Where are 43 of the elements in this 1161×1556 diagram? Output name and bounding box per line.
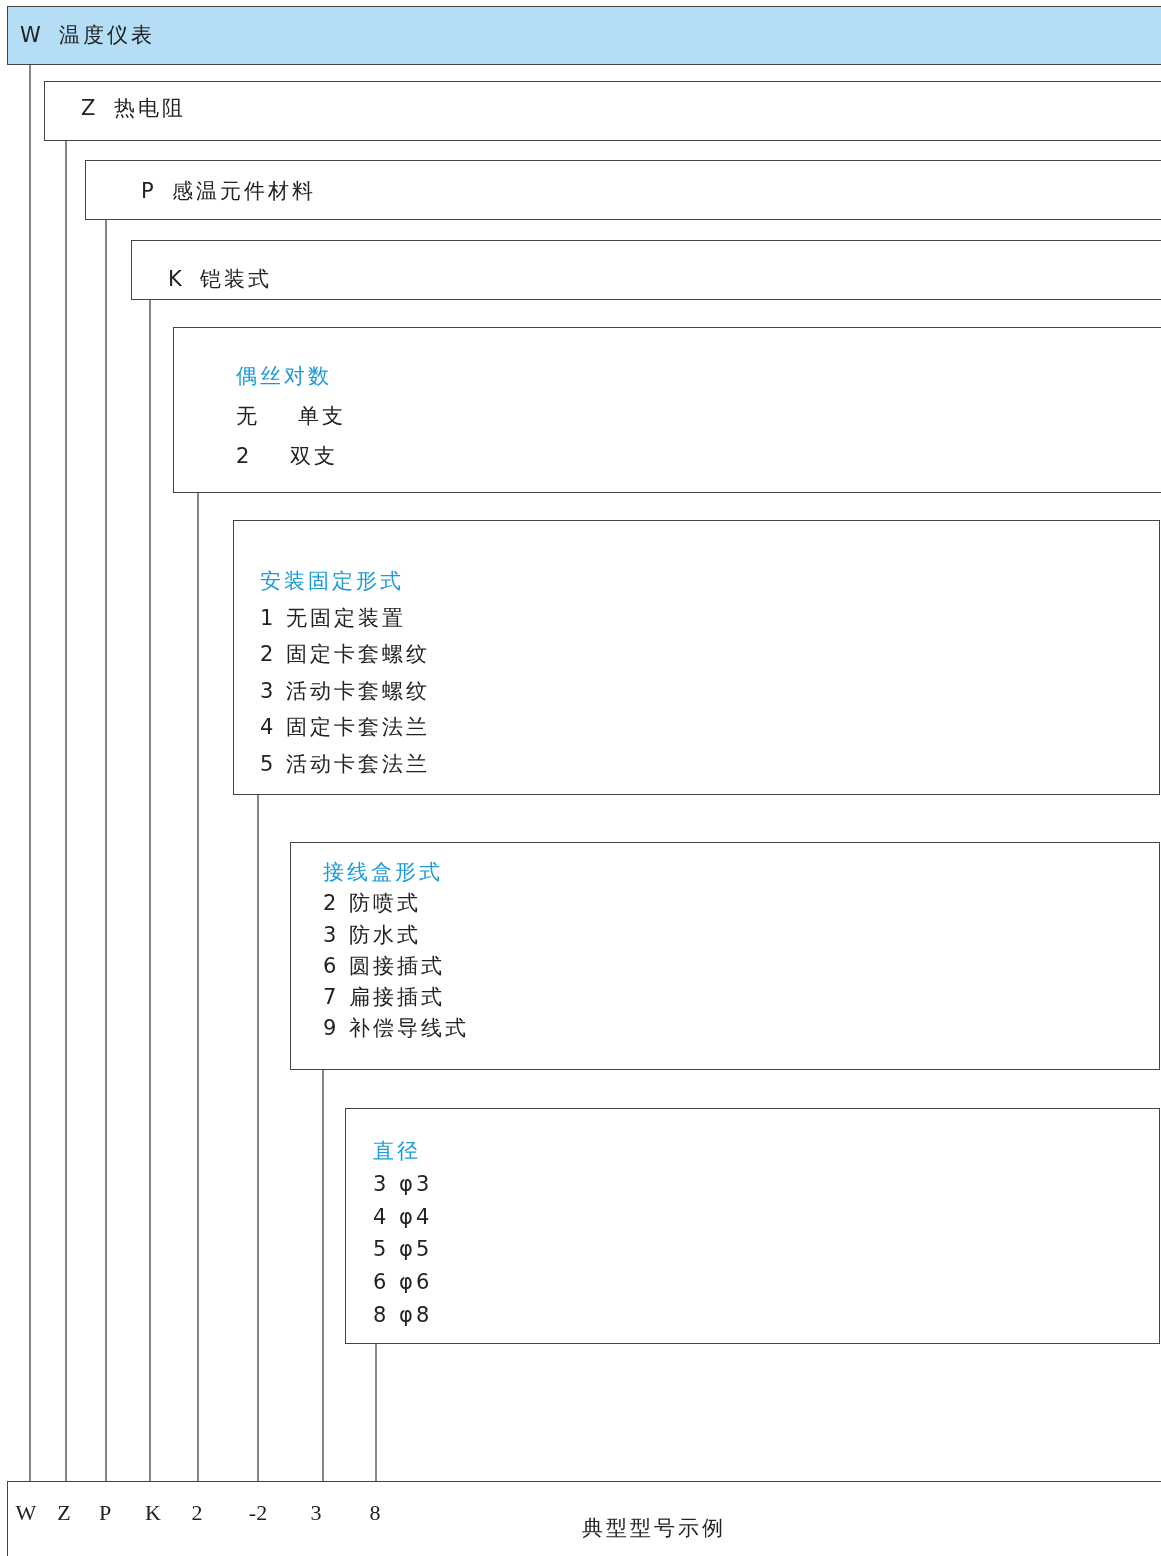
option-text: 4 固定卡套法兰 bbox=[260, 714, 431, 741]
option-text: 6 φ6 bbox=[373, 1269, 433, 1297]
option-box bbox=[290, 842, 1160, 1070]
option-text: 1 无固定装置 bbox=[260, 604, 408, 632]
option-text: 2 双支 bbox=[236, 443, 340, 470]
example-caption: 典型型号示例 bbox=[582, 1515, 726, 1542]
code-heading: Z 热电阻 bbox=[81, 95, 187, 122]
group-heading: 直径 bbox=[373, 1138, 422, 1165]
model-code-letter: W bbox=[15, 1500, 37, 1526]
option-text: 5 φ5 bbox=[373, 1236, 433, 1264]
group-heading: 接线盒形式 bbox=[323, 859, 444, 886]
option-text: 5 活动卡套法兰 bbox=[260, 750, 431, 778]
model-code-letter: 8 bbox=[369, 1500, 381, 1526]
option-text: 无 单支 bbox=[236, 403, 346, 430]
category-header-bar bbox=[7, 6, 1161, 65]
option-text: 7 扁接插式 bbox=[323, 984, 447, 1012]
code-box bbox=[44, 81, 1161, 141]
example-panel bbox=[7, 1481, 1161, 1556]
option-text: 2 固定卡套螺纹 bbox=[260, 641, 431, 668]
option-text: 3 防水式 bbox=[323, 921, 423, 949]
option-text: 3 φ3 bbox=[373, 1170, 433, 1198]
group-heading: 安装固定形式 bbox=[260, 568, 405, 595]
option-text: 6 圆接插式 bbox=[323, 952, 447, 980]
model-code-letter: 3 bbox=[310, 1500, 322, 1526]
option-box bbox=[173, 327, 1161, 493]
code-box bbox=[85, 160, 1161, 220]
group-heading: 偶丝对数 bbox=[236, 363, 333, 390]
option-text: 9 补偿导线式 bbox=[323, 1015, 470, 1043]
option-box bbox=[345, 1108, 1160, 1344]
model-code-letter: K bbox=[145, 1500, 161, 1526]
option-text: 4 φ4 bbox=[373, 1203, 433, 1231]
code-heading: P 感温元件材料 bbox=[141, 178, 317, 205]
option-text: 3 活动卡套螺纹 bbox=[260, 677, 431, 705]
code-heading: W 温度仪表 bbox=[20, 22, 156, 49]
code-box bbox=[131, 240, 1161, 300]
model-code-letter: P bbox=[98, 1500, 112, 1526]
option-text: 8 φ8 bbox=[373, 1302, 433, 1329]
model-code-letter: 2 bbox=[191, 1500, 203, 1526]
model-code-letter: -2 bbox=[248, 1500, 268, 1526]
option-box bbox=[233, 520, 1160, 795]
model-code-letter: Z bbox=[57, 1500, 71, 1526]
option-text: 2 防喷式 bbox=[323, 890, 423, 918]
code-heading: K 铠装式 bbox=[168, 266, 273, 293]
